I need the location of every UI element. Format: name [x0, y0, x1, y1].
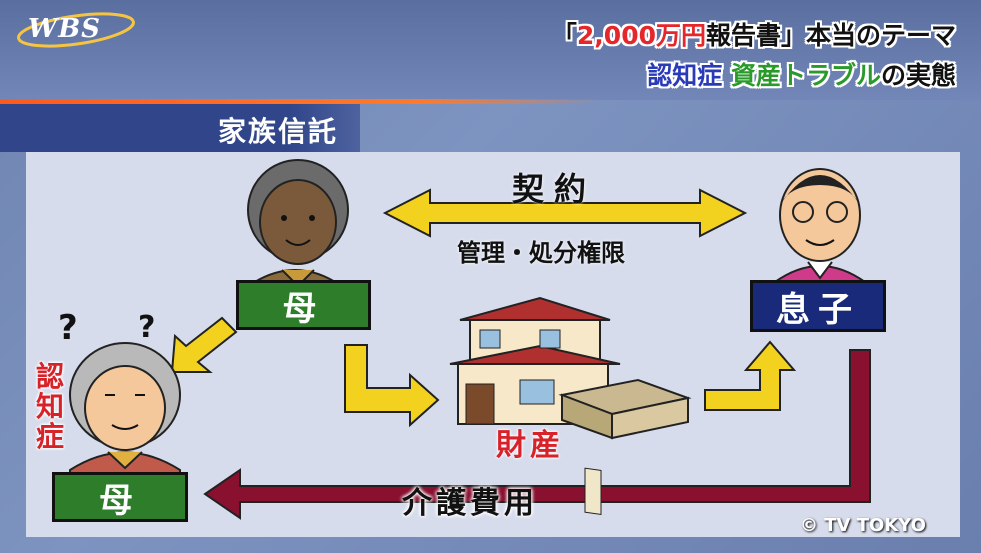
accent-stripe — [0, 99, 600, 104]
mother-to-dementia-arrow-icon — [170, 316, 238, 373]
headline-highlight: 2,000万円 — [576, 21, 706, 50]
authority-label: 管理・処分権限 — [457, 239, 625, 267]
section-title: 家族信託 — [218, 115, 339, 148]
headline-box: 「2,000万円報告書」本当のテーマ 認知症 資産トラブルの実態 — [552, 6, 972, 92]
dementia-char-1: 認 — [36, 360, 65, 393]
dementia-mother-illustration-icon — [69, 342, 181, 481]
care-cost-label: 介護費用 — [402, 486, 538, 521]
son-label-box: 息子 — [750, 280, 886, 332]
son-illustration-icon — [774, 168, 866, 291]
dementia-char-2: 知 — [36, 390, 65, 423]
logo-swoosh-icon — [17, 12, 135, 48]
question-mark-1: ? — [58, 308, 78, 348]
dementia-mother-label-box: 母 — [52, 472, 188, 522]
mother-to-property-arrow-icon — [344, 344, 440, 428]
mother-label-box: 母 — [236, 280, 371, 330]
question-mark-2: ? — [138, 310, 156, 345]
wbs-logo: WBS — [28, 14, 101, 44]
property-label: 財産 — [496, 428, 564, 463]
headline-line-1: 「2,000万円報告書」本当のテーマ — [552, 16, 956, 52]
section-title-tab — [0, 104, 360, 152]
headline-dementia: 認知症 — [647, 61, 723, 90]
headline-asset-trouble: 資産トラブル — [730, 61, 881, 90]
double-arrow-icon — [382, 188, 748, 238]
property-to-son-arrow-icon — [704, 340, 797, 411]
headline-line-2: 認知症 資産トラブルの実態 — [647, 56, 956, 92]
dementia-vertical-label: 認 知 症 — [36, 362, 64, 452]
copyright: © TV TOKYO — [800, 515, 926, 536]
headline-reality: の実態 — [880, 61, 956, 90]
mother-illustration-icon — [247, 159, 349, 296]
header-band — [0, 0, 981, 100]
care-cost-arrow-icon — [203, 349, 871, 520]
dementia-char-3: 症 — [36, 420, 65, 453]
money-stack-icon — [558, 378, 692, 516]
headline-bracket: 「 — [551, 21, 577, 50]
contract-label: 契約 — [512, 170, 597, 208]
headline-rest: 報告書」本当のテーマ — [705, 21, 956, 50]
